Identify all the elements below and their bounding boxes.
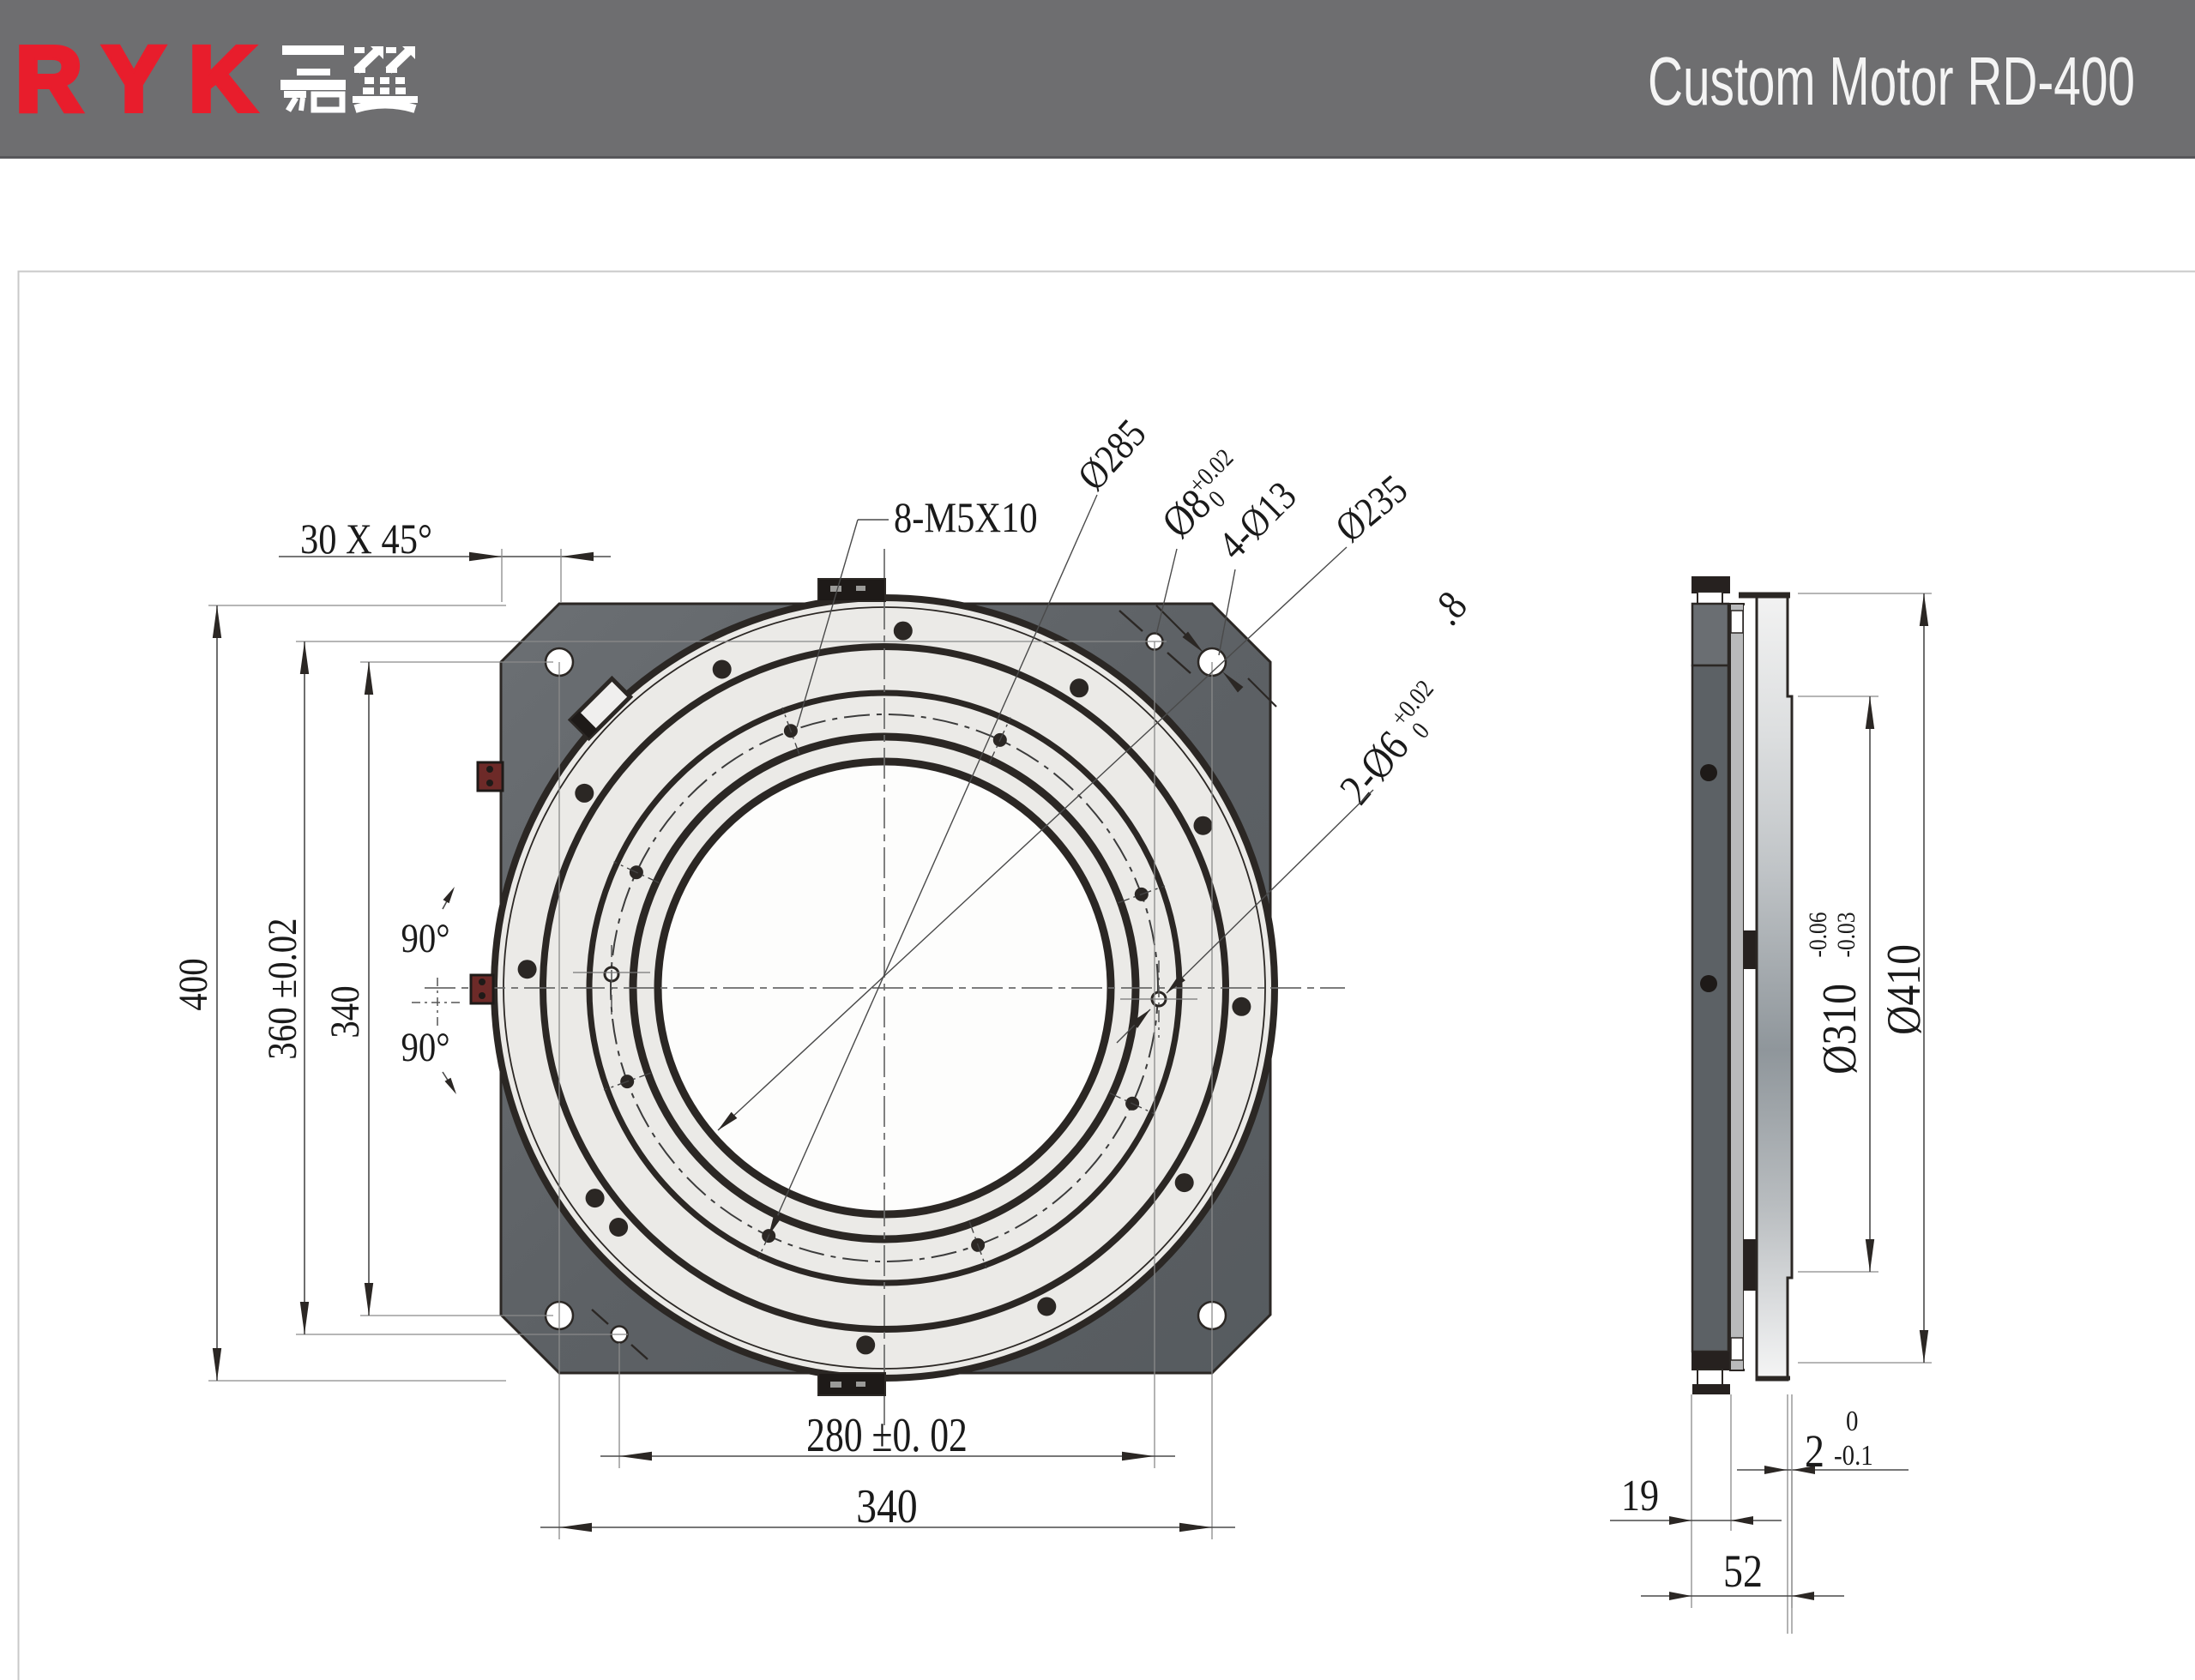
svg-text:90°: 90°: [401, 1024, 449, 1070]
svg-text:-0.03: -0.03: [1832, 912, 1860, 957]
svg-text:360 ±0.02: 360 ±0.02: [259, 918, 305, 1059]
svg-text:Custom Motor RD-400: Custom Motor RD-400: [1648, 42, 2135, 119]
svg-text:400: 400: [170, 958, 216, 1010]
svg-text:-0.1: -0.1: [1834, 1439, 1873, 1472]
svg-text:RYK: RYK: [15, 27, 280, 130]
svg-text:340: 340: [856, 1481, 917, 1533]
svg-text:8-M5X10: 8-M5X10: [894, 495, 1038, 542]
svg-text:280 ±0. 02: 280 ±0. 02: [806, 1408, 968, 1461]
svg-text:Ø410: Ø410: [1878, 944, 1931, 1035]
svg-text:19: 19: [1621, 1472, 1659, 1520]
svg-text:Ø310: Ø310: [1814, 984, 1866, 1075]
svg-text:340: 340: [322, 985, 368, 1038]
svg-text:52: 52: [1723, 1545, 1763, 1597]
svg-text:30 X 45°: 30 X 45°: [300, 516, 432, 563]
svg-text:0: 0: [1846, 1405, 1858, 1437]
svg-text:2: 2: [1805, 1425, 1824, 1477]
svg-text:90°: 90°: [401, 915, 449, 961]
svg-text:-0.06: -0.06: [1804, 912, 1832, 957]
